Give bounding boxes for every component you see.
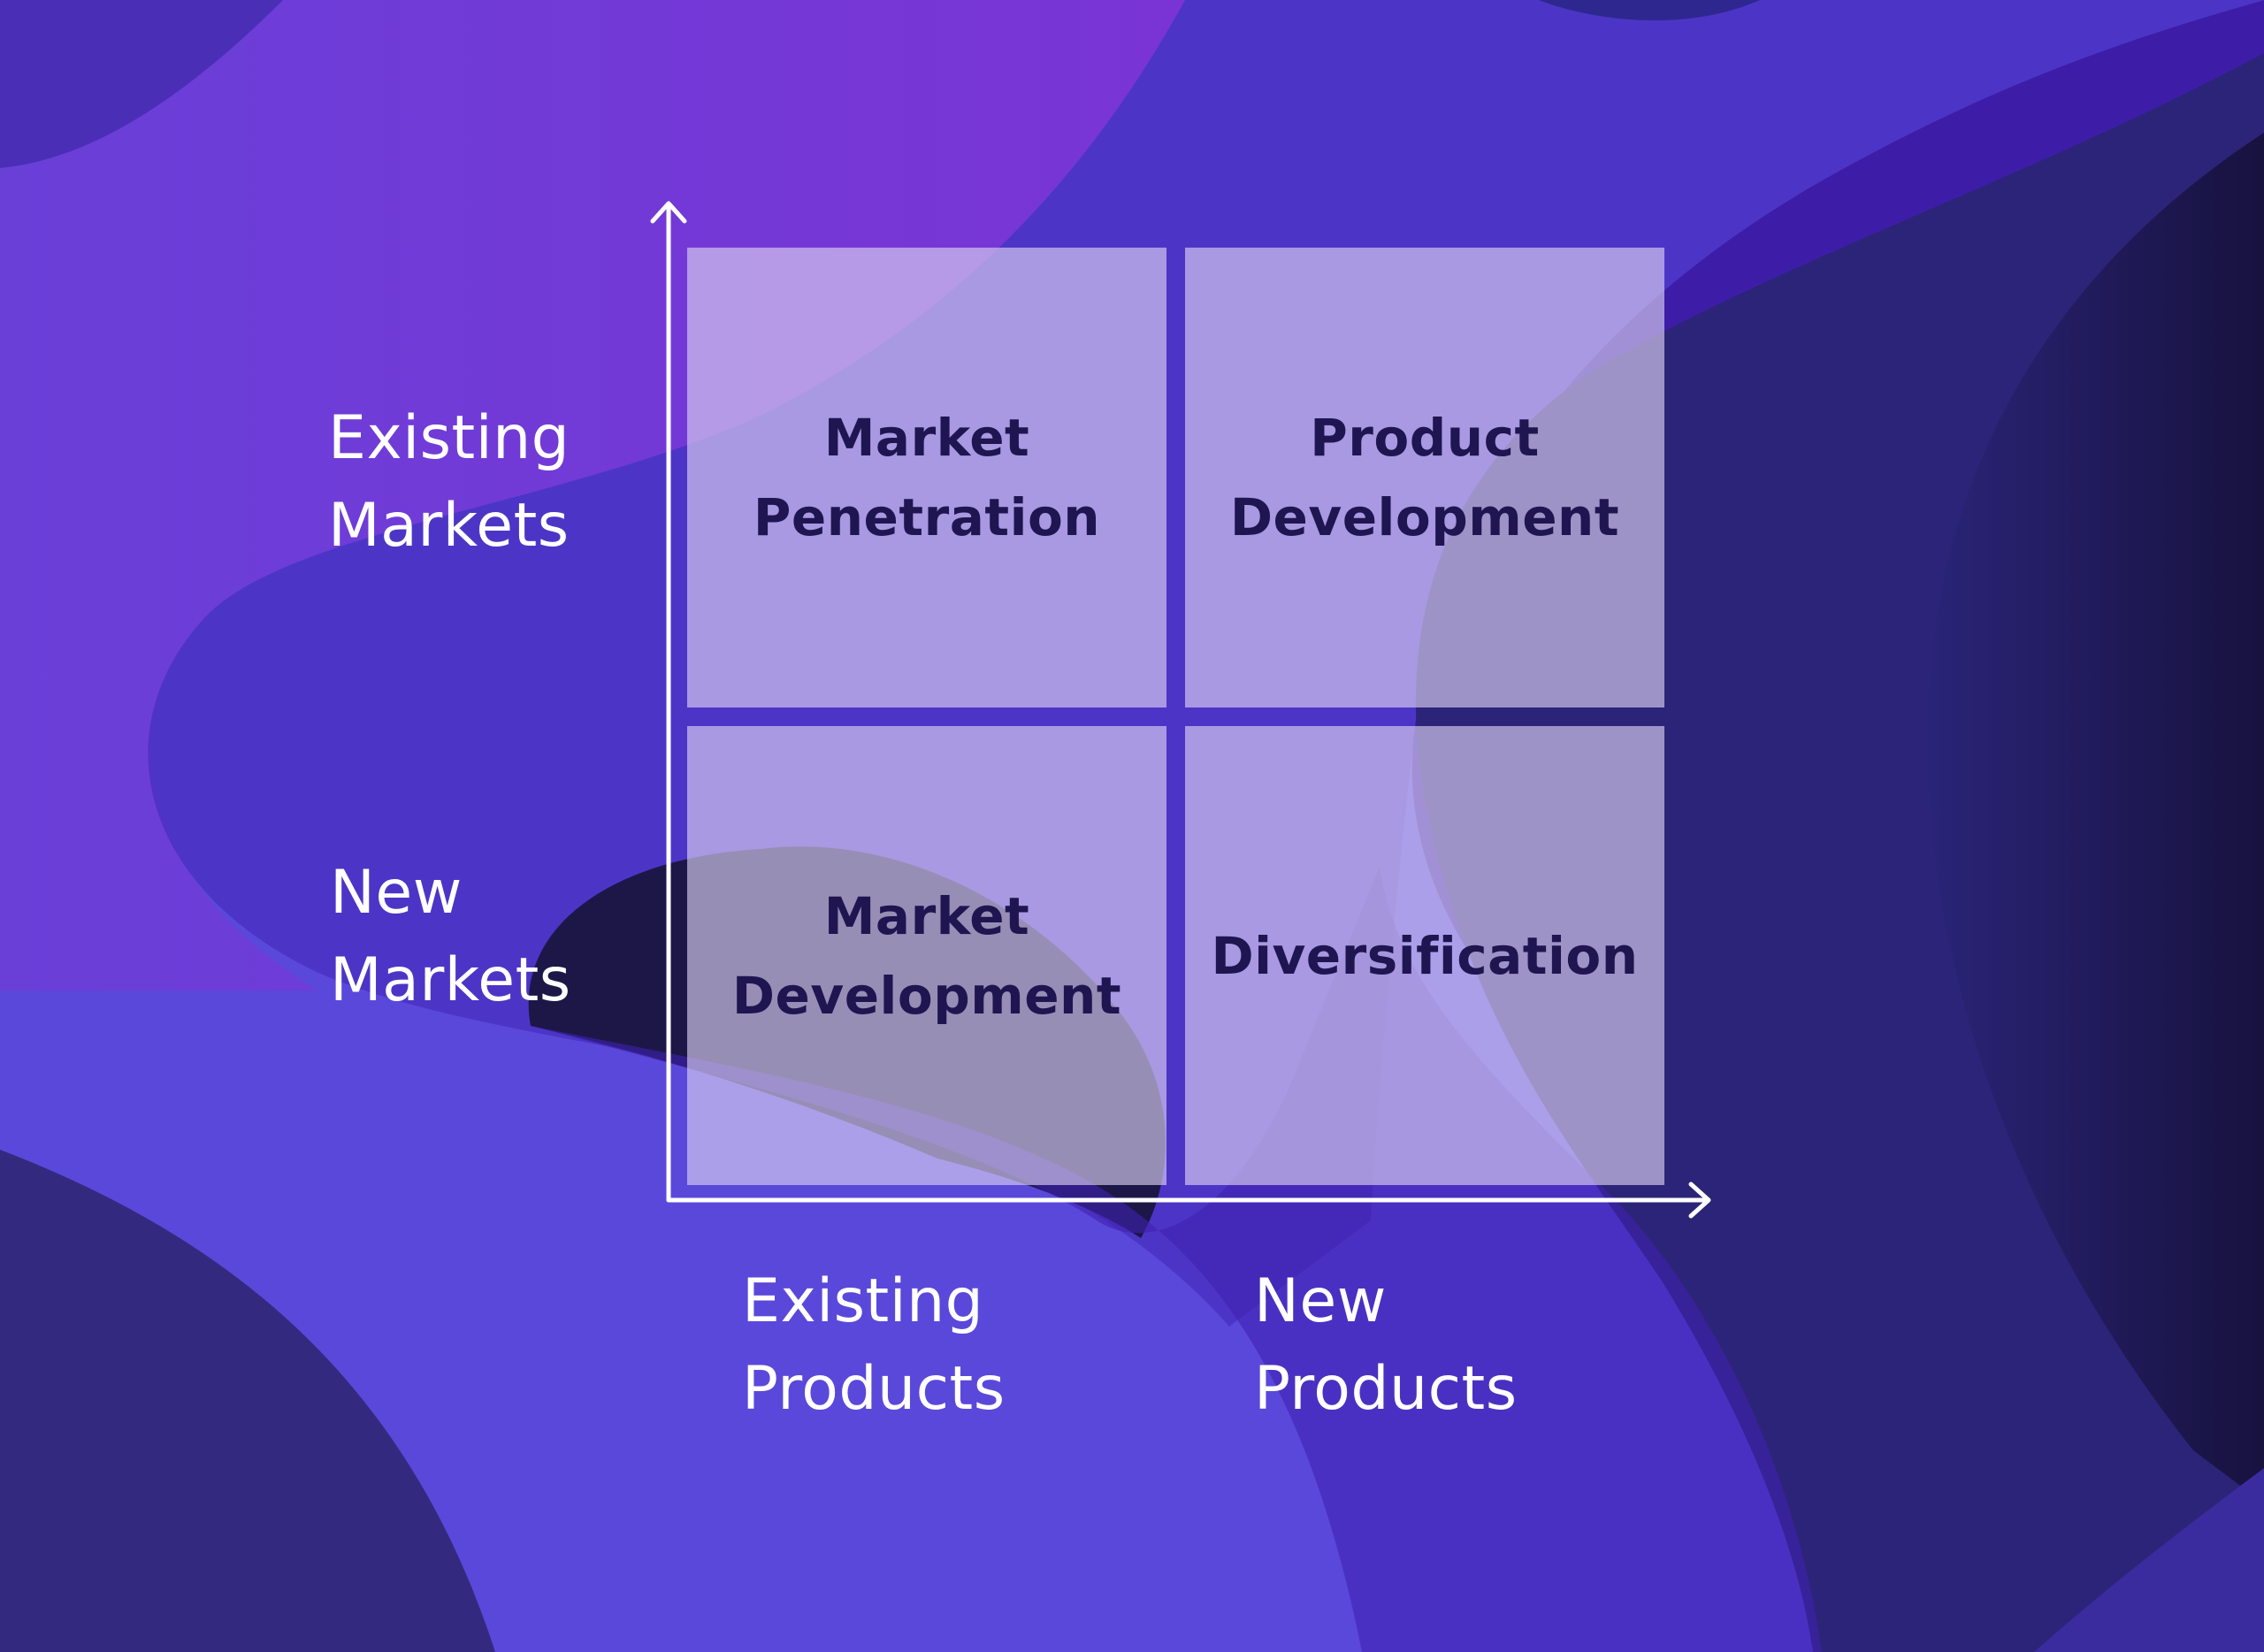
column-label-line: Existing (742, 1266, 984, 1336)
cell-market-penetration: Market Penetration (687, 248, 1166, 707)
cell-title-line: Development (731, 965, 1122, 1026)
column-label-line: New (1254, 1266, 1387, 1336)
row-label-line: Markets (330, 945, 571, 1015)
row-label-existing-markets: Existing Markets (328, 394, 570, 570)
x-axis-arrowhead (1688, 1182, 1711, 1219)
cell-market-development: Market Development (687, 726, 1166, 1185)
column-label-line: Products (742, 1354, 1006, 1424)
y-axis-arrowhead (650, 201, 687, 224)
row-label-line: New (330, 858, 463, 928)
row-label-new-markets: New Markets (330, 849, 571, 1024)
column-label-line: Products (1254, 1354, 1518, 1424)
cell-title-line: Market (823, 885, 1030, 946)
cell-title-line: Development (1229, 487, 1620, 547)
row-label-line: Markets (328, 491, 570, 561)
cell-title-line: Penetration (753, 487, 1101, 547)
column-label-new-products: New Products (1254, 1258, 1518, 1433)
cell-title-line: Diversification (1211, 925, 1639, 986)
cell-product-development: Product Development (1185, 248, 1664, 707)
cell-diversification: Diversification (1185, 726, 1664, 1185)
row-label-line: Existing (328, 403, 570, 473)
cell-title-line: Product (1310, 408, 1540, 468)
cell-title-line: Market (823, 408, 1030, 468)
column-label-existing-products: Existing Products (742, 1258, 1006, 1433)
